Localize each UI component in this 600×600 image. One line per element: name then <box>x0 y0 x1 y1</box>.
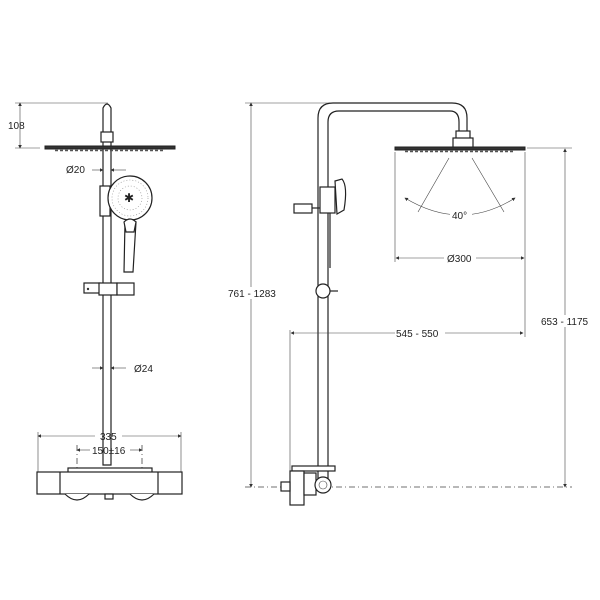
head-connector <box>100 131 114 143</box>
overhead-shower-head <box>44 145 176 150</box>
side-view: 761 - 1283 40° Ø300 545 - 550 <box>226 102 600 506</box>
thermostatic-valve-body <box>36 471 183 495</box>
hand-shower-holder-side <box>319 186 336 214</box>
dim-head-diameter-label: Ø300 <box>447 254 472 265</box>
slider-bracket <box>98 282 118 296</box>
dim-pipe-bottom-label: Ø24 <box>134 364 153 375</box>
inlet-left <box>64 493 90 501</box>
dim-projection-label: 545 - 550 <box>396 329 439 340</box>
valve-body-side <box>289 470 305 506</box>
dim-total-height-label: 761 - 1283 <box>228 289 276 300</box>
dim-head-height-side-label: 653 - 1175 <box>541 317 589 328</box>
overhead-shower-head-side <box>394 146 526 151</box>
inlet-right <box>129 493 155 501</box>
dim-head-height-label: 108 <box>8 121 25 132</box>
front-view: 108 Ø20 ✱ Ø24 335 <box>8 102 183 501</box>
shelf-plate-side <box>291 465 336 472</box>
dim-pipe-top-label: Ø20 <box>66 165 85 176</box>
spray-pattern-icon: ✱ <box>124 191 134 205</box>
riser-pipe-side <box>317 102 468 487</box>
hand-shower-side <box>334 178 347 215</box>
holder-knob <box>293 203 313 214</box>
dim-body-width-label: 335 <box>100 432 117 443</box>
dim-inlet-spacing-label: 150±16 <box>92 446 126 457</box>
slider-knob <box>315 283 331 299</box>
dim-spray-angle-label: 40° <box>452 211 467 222</box>
valve-handle-side <box>314 476 332 494</box>
